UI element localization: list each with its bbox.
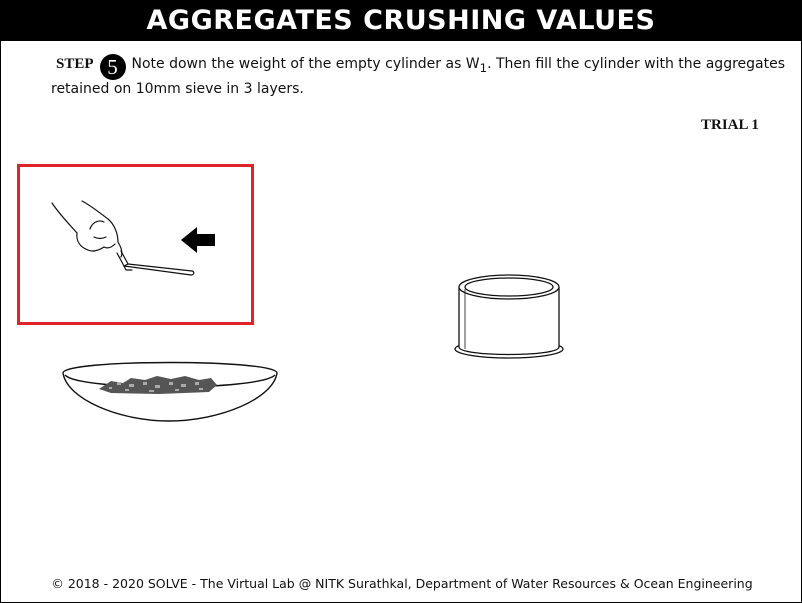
footer-copyright: © 2018 - 2020 SOLVE - The Virtual Lab @ …	[51, 576, 753, 591]
instruction-text-pre: Note down the weight of the empty cylind…	[131, 56, 480, 72]
instruction-text-post: . Then fill the cylinder with the aggreg…	[51, 56, 786, 97]
aggregate-pan-icon[interactable]	[59, 351, 281, 426]
step-number-badge: 5	[99, 54, 126, 80]
arrow-left-icon	[181, 227, 215, 253]
tamping-rod-tool[interactable]	[17, 164, 254, 325]
empty-cylinder-icon[interactable]	[453, 273, 565, 363]
page-title: AGGREGATES CRUSHING VALUES	[1, 1, 801, 41]
instruction-subscript: 1	[479, 60, 488, 75]
step-instruction: STEP 5 Note down the weight of the empty c…	[51, 54, 796, 99]
hand-with-tamping-rod-icon[interactable]	[20, 167, 251, 322]
step-label: STEP	[56, 56, 94, 72]
trial-label: TRIAL 1	[701, 117, 759, 133]
